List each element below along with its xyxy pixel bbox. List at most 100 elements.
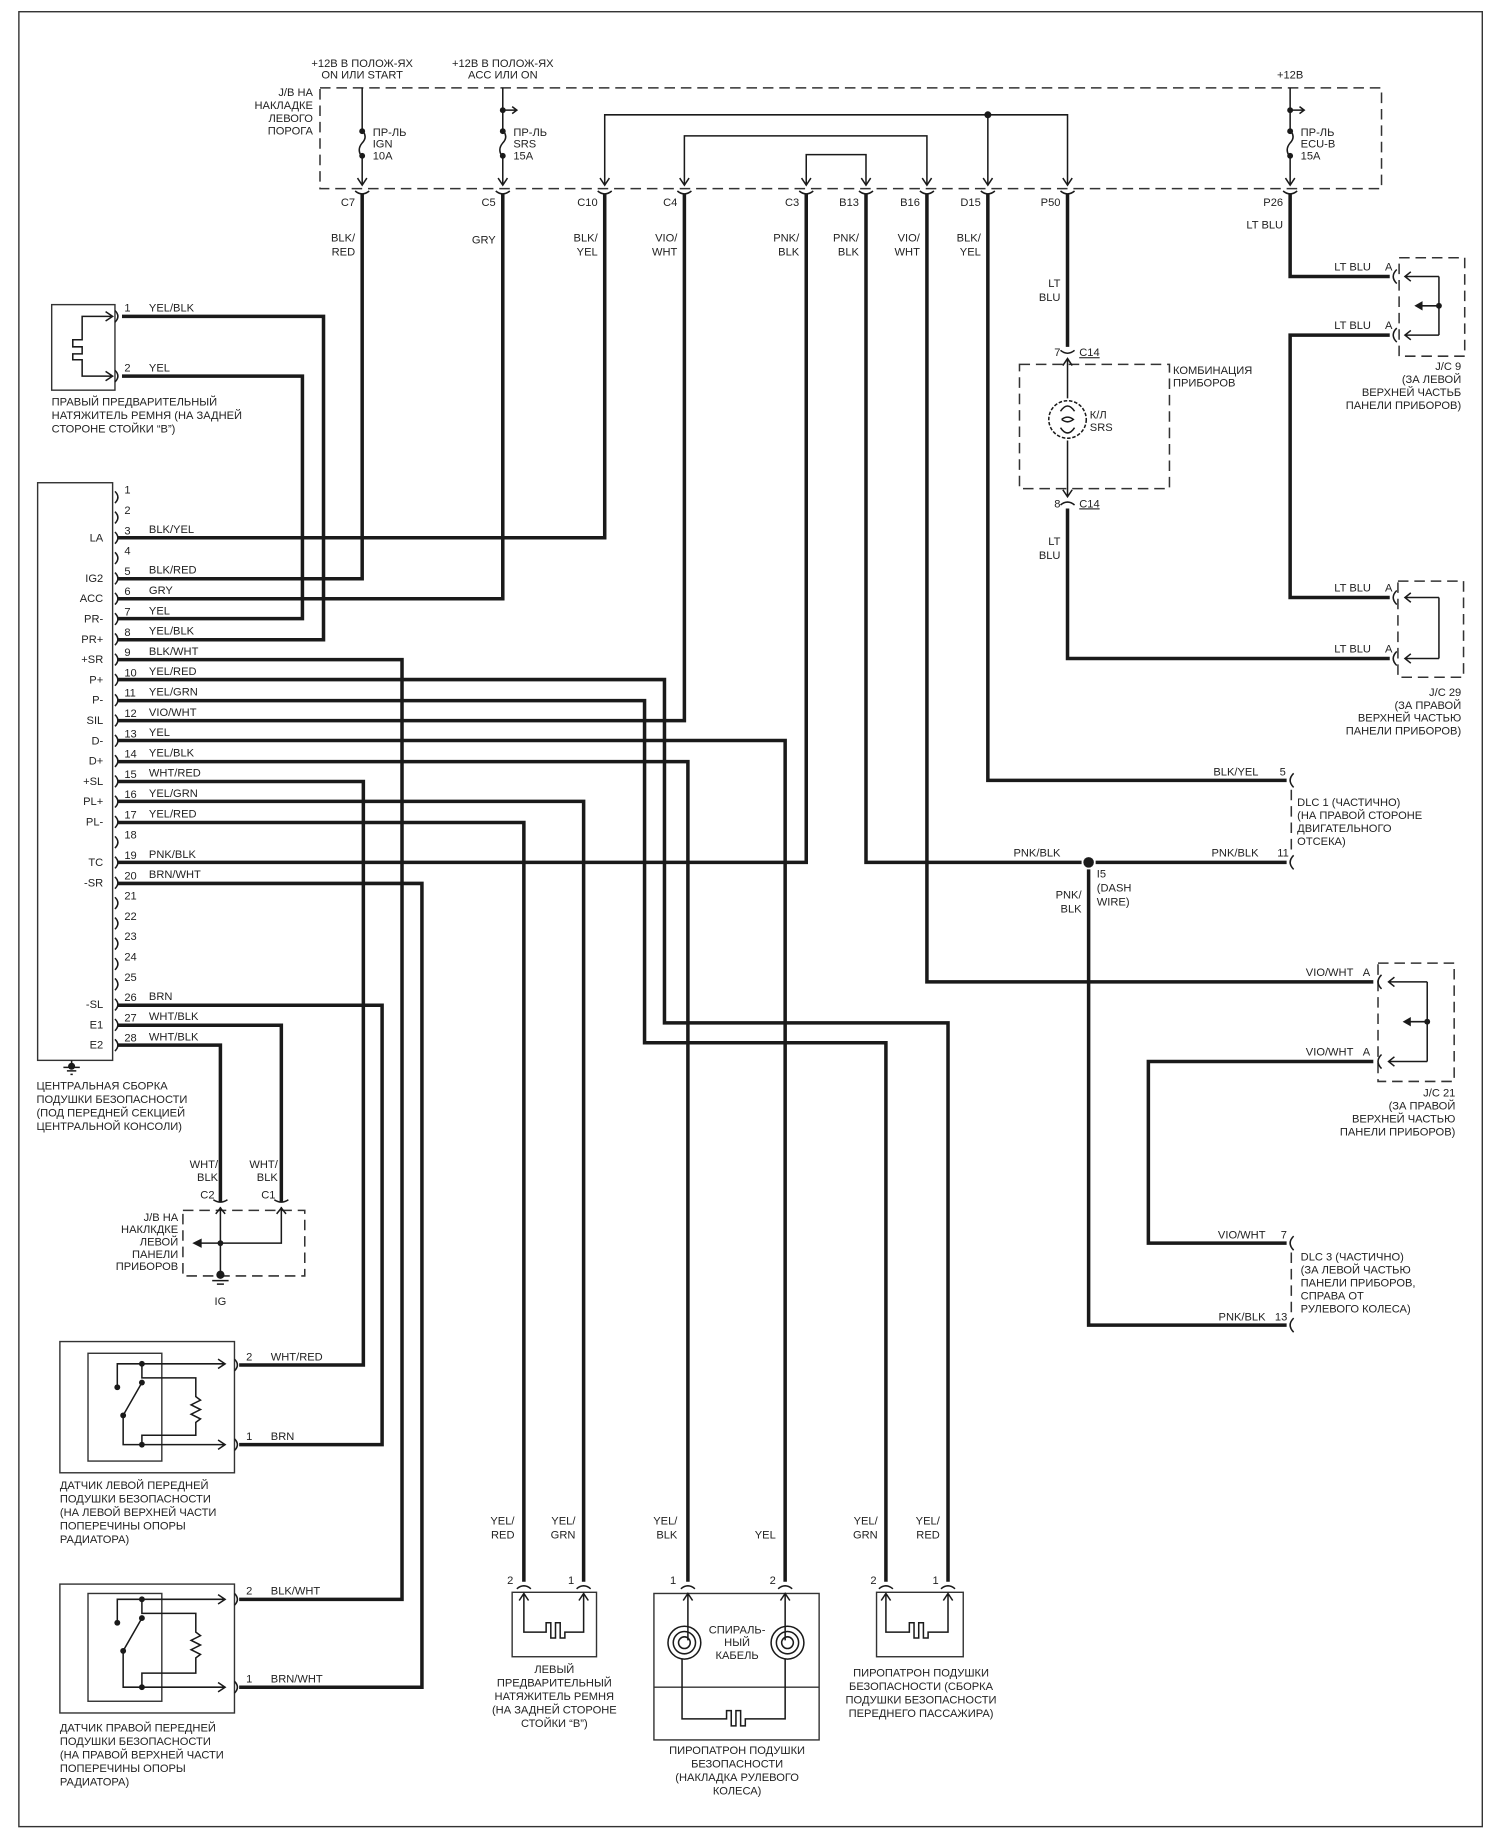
label-line: ПОДУШКИ БЕЗОПАСНОСТИ	[60, 1494, 211, 1506]
label-line: ПАНЕЛИ	[132, 1249, 178, 1261]
pretensioner-outline	[511, 1591, 598, 1658]
pin-function-label: ACC	[80, 593, 103, 605]
connector-c5-label: C5	[482, 197, 496, 209]
connector-icon	[1060, 177, 1076, 195]
label-line: YEL/	[653, 1515, 678, 1527]
label-line: (DASH	[1097, 883, 1132, 895]
wire-c14-lt-blu	[1065, 508, 1390, 661]
wire-sl-plus-wht-red	[117, 779, 366, 1367]
pin-terminal-icon	[114, 1038, 119, 1052]
splice-i5-dot-icon	[1083, 857, 1094, 868]
pin-number: A	[1385, 262, 1393, 274]
label-line: J/B НА	[278, 87, 313, 99]
label-line: (ЗА ЛЕВОЙ	[1402, 373, 1461, 386]
pin-number: 10	[124, 667, 136, 679]
label-line: I5	[1097, 869, 1106, 881]
label-line: SRS	[1090, 422, 1113, 434]
pin-terminal-icon	[114, 612, 119, 626]
label-line: ПИРОПАТРОН ПОДУШКИ	[853, 1668, 989, 1680]
contact-dot-icon	[114, 1619, 121, 1626]
label-line: ДАТЧИК ЛЕВОЙ ПЕРЕДНЕЙ	[60, 1479, 209, 1492]
pin-function-label: PL+	[83, 796, 103, 808]
wire-color-label: GRY	[149, 585, 173, 597]
contact-dot-icon	[138, 1379, 145, 1386]
connector-c7-label: C7	[341, 197, 355, 209]
wire-color-label: WHT/BLK	[249, 1159, 278, 1184]
wire-sl-minus-brn	[117, 1003, 384, 1447]
label-line: WHT/	[249, 1159, 278, 1171]
pretensioner-squib-icon	[72, 311, 114, 382]
label-line: BLK	[838, 246, 860, 258]
connector-icon	[1392, 589, 1398, 667]
wire-color-label: BLK/YEL	[149, 524, 194, 536]
contact-dot-icon	[138, 1615, 145, 1621]
squib-icon	[880, 1592, 954, 1639]
sensor-circuit-icon	[116, 1358, 227, 1450]
label-line: РУЛЕВОГО КОЛЕСА)	[1301, 1303, 1411, 1315]
pin-number: 7	[1281, 1229, 1287, 1241]
label-line: ПЕРЕДНЕГО ПАССАЖИРА)	[849, 1708, 994, 1720]
wire-color-label: VIO/WHT	[149, 707, 197, 719]
pin-function-label: IG2	[85, 573, 103, 585]
pin-number: 2	[124, 362, 130, 374]
center-airbag-module: 123LABLK/YEL45IG2BLK/RED6ACCGRY7PR-YEL8P…	[36, 482, 201, 1133]
label-line: СПИРАЛЬ-	[709, 1624, 766, 1636]
module-pins: 123LABLK/YEL45IG2BLK/RED6ACCGRY7PR-YEL8P…	[80, 485, 201, 1052]
wire-color-label: BLK/RED	[149, 565, 197, 577]
pin-number: 7	[1054, 347, 1060, 359]
label-line: ЦЕНТРАЛЬНАЯ СБОРКА	[36, 1081, 168, 1093]
connector-b16-label: B16	[900, 197, 920, 209]
pin-number: 1	[246, 1674, 252, 1686]
squib-outline	[653, 1592, 820, 1741]
label-line: ПРАВЫЙ ПРЕДВАРИТЕЛЬНЫЙ	[52, 395, 217, 408]
label-line: ЛЕВОГО	[268, 113, 313, 125]
label-line: BLK	[656, 1529, 678, 1541]
pin-terminal-icon	[114, 876, 119, 890]
wire-color-label: PNK/BLK	[1219, 1311, 1267, 1323]
wire-jc21-dlc3-vio-wht	[1146, 1059, 1374, 1245]
label-line: ПИРОПАТРОН ПОДУШКИ	[669, 1745, 805, 1757]
label-line: КАБЕЛЬ	[715, 1650, 758, 1662]
pin-number: 2	[246, 1586, 252, 1598]
label-line: ПР-ЛЬ	[373, 127, 407, 139]
jc-outline	[1377, 962, 1455, 1083]
pin-function-label: -SR	[84, 877, 103, 889]
pin-terminal-icon	[114, 998, 119, 1011]
label-line: ПАНЕЛИ ПРИБОРОВ,	[1301, 1277, 1416, 1289]
pin-terminal-icon	[114, 856, 119, 869]
label-line: ДВИГАТЕЛЬНОГО	[1297, 823, 1392, 835]
label-line: BLK	[778, 246, 800, 258]
wire-p26-lt-blu	[1288, 194, 1390, 279]
pin-terminal-icon	[114, 592, 119, 606]
pin-number: 8	[124, 627, 130, 639]
fuse-icon	[358, 129, 1294, 158]
ground-point-label: IG	[215, 1296, 227, 1308]
label-line: РАДИАТОРА)	[60, 1534, 130, 1546]
wire-d-minus-yel	[117, 738, 787, 1582]
wire-color-label: WHT/BLK	[149, 1011, 199, 1023]
branch-arrow-icon	[1402, 1017, 1411, 1027]
contact-dot-icon	[138, 1596, 145, 1603]
label-line: DLC 3 (ЧАСТИЧНО)	[1301, 1252, 1404, 1264]
wire-la-blk-yel	[117, 194, 607, 540]
pin-terminal-icon	[114, 551, 119, 565]
wire-acc-gry	[117, 194, 505, 601]
label-line: НАТЯЖИТЕЛЬ РЕМНЯ	[495, 1691, 615, 1703]
pin-number: 2	[124, 505, 130, 517]
pin-terminal-icon	[114, 673, 119, 687]
wire-color-label: PNK/BLK	[1212, 847, 1260, 859]
label-line: ПАНЕЛИ ПРИБОРОВ)	[1340, 1126, 1456, 1138]
label-line: WHT	[895, 246, 921, 258]
wire-color-label: BRN	[271, 1431, 295, 1443]
wire-color-label: YEL/RED	[916, 1515, 941, 1541]
pin-number: 14	[124, 749, 136, 761]
connector-p50-label: P50	[1041, 197, 1061, 209]
pin-number: 2	[870, 1575, 876, 1587]
wire-jc9-jc29-lt-blu	[1288, 333, 1390, 600]
connector-icon	[1282, 177, 1298, 195]
label-line: (НА ПРАВОЙ СТОРОНЕ	[1297, 809, 1422, 822]
